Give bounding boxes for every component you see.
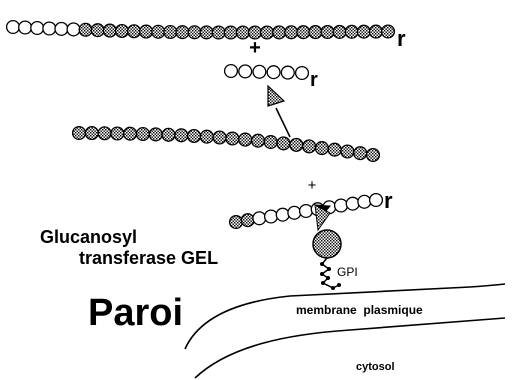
- glucan-chain-acceptor: [71, 125, 381, 163]
- glucose-unit-open: [252, 64, 267, 79]
- enzyme-icon: [312, 204, 342, 259]
- glucose-unit-filled: [235, 25, 250, 40]
- glucose-unit-filled: [228, 214, 244, 230]
- glucose-unit-filled: [187, 25, 202, 40]
- glucose-unit-filled: [276, 136, 291, 151]
- reducing-end-label-1: r: [397, 26, 406, 51]
- glucose-unit-filled: [161, 127, 176, 142]
- enzyme-name-line-1: Glucanosyl: [40, 227, 137, 247]
- glucose-unit-filled: [90, 23, 105, 38]
- glucose-unit-filled: [238, 132, 253, 147]
- glucose-unit-open: [42, 21, 57, 36]
- glucose-unit-open: [280, 65, 295, 80]
- glucose-unit-filled: [289, 137, 304, 152]
- glucose-unit-filled: [380, 24, 396, 39]
- glucose-unit-filled: [365, 147, 381, 163]
- glucose-unit-filled: [308, 25, 323, 40]
- glucose-unit-filled: [259, 25, 275, 40]
- glucose-unit-filled: [250, 133, 266, 148]
- glucose-unit-filled: [175, 25, 190, 40]
- glucose-unit-filled: [123, 126, 138, 141]
- reducing-end-label-4: r: [384, 188, 393, 213]
- glucose-unit-filled: [284, 25, 299, 40]
- plasma-membrane-inner: [194, 317, 506, 379]
- wall-label: Paroi: [88, 292, 183, 334]
- glucose-unit-open: [368, 192, 384, 208]
- enzyme-name-line-2: transferase GEL: [79, 248, 218, 268]
- glucose-unit-open: [54, 21, 69, 36]
- glucose-unit-open: [18, 20, 33, 35]
- glucose-unit-filled: [302, 139, 317, 154]
- glucose-unit-filled: [135, 126, 150, 142]
- glucose-unit-filled: [296, 25, 311, 40]
- glucose-unit-filled: [148, 127, 163, 142]
- cytosol-label: cytosol: [356, 361, 395, 373]
- glucan-chain-donor: [5, 19, 396, 40]
- glucose-unit-filled: [84, 126, 99, 141]
- glucose-unit-filled: [223, 25, 238, 40]
- glucose-unit-filled: [199, 129, 214, 144]
- glucose-unit-open: [275, 207, 290, 222]
- glucose-unit-filled: [272, 25, 287, 40]
- glucose-unit-open: [66, 22, 81, 37]
- gpi-label: GPI: [337, 265, 358, 279]
- glucose-unit-open: [333, 198, 349, 213]
- glucose-unit-filled: [211, 25, 226, 40]
- glucose-unit-open: [5, 19, 21, 35]
- glucose-unit-open: [238, 64, 253, 79]
- gpi-anchor-icon: [320, 257, 341, 290]
- glucose-unit-filled: [97, 126, 112, 141]
- glucose-unit-filled: [320, 24, 335, 40]
- glucose-unit-filled: [78, 22, 93, 37]
- membrane-label: membrane plasmique: [296, 303, 423, 317]
- glucan-chain-released: [223, 63, 310, 81]
- glucose-unit-filled: [353, 146, 368, 161]
- glucose-unit-filled: [225, 131, 240, 146]
- glucose-unit-filled: [102, 23, 117, 38]
- glucose-unit-filled: [139, 24, 154, 39]
- glucose-unit-filled: [212, 130, 227, 145]
- reducing-end-label-2: r: [310, 69, 318, 91]
- glucose-unit-filled: [340, 144, 355, 159]
- glucose-unit-open: [252, 211, 267, 226]
- glucose-unit-filled: [174, 128, 189, 143]
- glucose-unit-filled: [368, 24, 383, 39]
- glucose-unit-open: [298, 203, 314, 219]
- glucose-unit-open: [345, 196, 360, 211]
- plus-sign-1: +: [249, 37, 261, 59]
- glucose-unit-filled: [126, 24, 142, 39]
- glucose-unit-filled: [186, 128, 202, 144]
- plasma-membrane-outer: [184, 283, 506, 350]
- glucose-unit-open: [266, 65, 281, 80]
- glucose-unit-filled: [314, 141, 329, 156]
- glucose-unit-open: [223, 63, 239, 79]
- glucose-unit-filled: [344, 24, 359, 39]
- glucose-unit-open: [357, 194, 372, 209]
- glucose-unit-filled: [163, 24, 178, 40]
- glucose-unit-filled: [151, 24, 166, 39]
- glucose-unit-open: [294, 65, 310, 81]
- glucose-unit-open: [287, 205, 302, 220]
- glucose-unit-filled: [110, 126, 125, 141]
- glucose-unit-filled: [240, 213, 255, 228]
- glucose-unit-open: [263, 209, 279, 224]
- glucose-unit-filled: [263, 134, 278, 150]
- glucose-unit-filled: [71, 125, 87, 141]
- plus-sign-2: +: [308, 177, 317, 194]
- glucose-unit-filled: [356, 24, 371, 39]
- glucan-chain-on-enzyme: [228, 192, 384, 230]
- glucose-unit-filled: [114, 23, 129, 39]
- arrow-up-icon: [267, 84, 291, 138]
- glucose-unit-filled: [327, 142, 342, 157]
- glucose-unit-filled: [199, 25, 214, 40]
- glucose-unit-filled: [332, 24, 347, 39]
- glucose-unit-open: [30, 20, 45, 36]
